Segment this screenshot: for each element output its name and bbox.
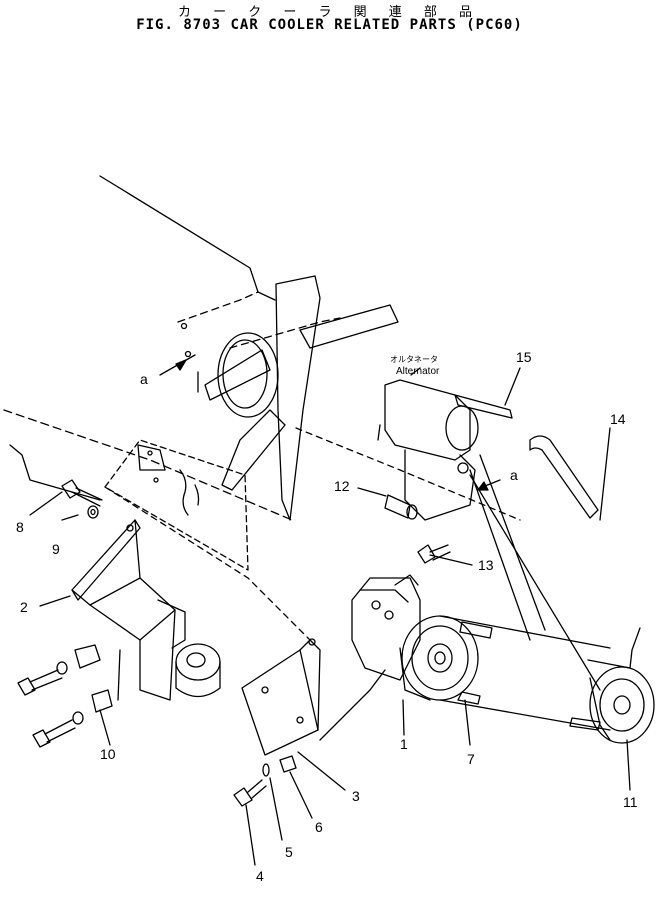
compressor-part-1 <box>351 574 479 701</box>
callout-5: 5 <box>285 844 293 860</box>
callout-11: 11 <box>623 794 638 810</box>
bolts-spacers-part-10 <box>17 644 113 748</box>
callout-12: 12 <box>334 478 350 494</box>
callout-15: 15 <box>516 349 532 365</box>
callout-10: 10 <box>100 746 116 762</box>
callout-7: 7 <box>467 751 475 767</box>
idler-pulley-part-11 <box>569 627 655 744</box>
engine-side-plate <box>104 439 249 571</box>
callout-9: 9 <box>52 541 60 557</box>
bracket-part-3 <box>241 638 321 756</box>
callout-6: 6 <box>315 819 323 835</box>
callout-1: 1 <box>400 736 408 752</box>
bolt-part-13 <box>417 544 451 564</box>
callout-4: 4 <box>256 868 264 884</box>
spacer-part-12 <box>384 494 418 520</box>
leader-lines <box>29 354 631 866</box>
view-marker-a-left: a <box>140 371 148 387</box>
cooling-fan <box>197 275 399 521</box>
washer-part-9 <box>87 505 99 519</box>
title-japanese: カ ー ク ー ラ 関 連 部 品 <box>177 5 482 20</box>
belt-part-7 <box>439 615 611 731</box>
engine-outline <box>3 175 521 641</box>
view-marker-a-right: a <box>510 467 518 483</box>
alternator <box>377 379 479 521</box>
washer-part-6 <box>279 755 297 773</box>
alternator-label-jp: オルタネータ <box>390 355 438 364</box>
title-english: FIG. 8703 CAR COOLER RELATED PARTS (PC60… <box>136 17 523 33</box>
bolt-part-4 <box>233 779 267 807</box>
bolt-part-8 <box>61 479 103 507</box>
alternator-label-en: Alternator <box>396 366 440 377</box>
callout-2: 2 <box>20 599 28 615</box>
callout-14: 14 <box>610 411 626 427</box>
callout-3: 3 <box>352 788 360 804</box>
belt-part-14 <box>529 435 599 519</box>
callout-13: 13 <box>478 557 494 573</box>
callout-8: 8 <box>16 519 24 535</box>
bracket-part-2 <box>71 519 221 701</box>
washer-part-5 <box>262 763 270 777</box>
